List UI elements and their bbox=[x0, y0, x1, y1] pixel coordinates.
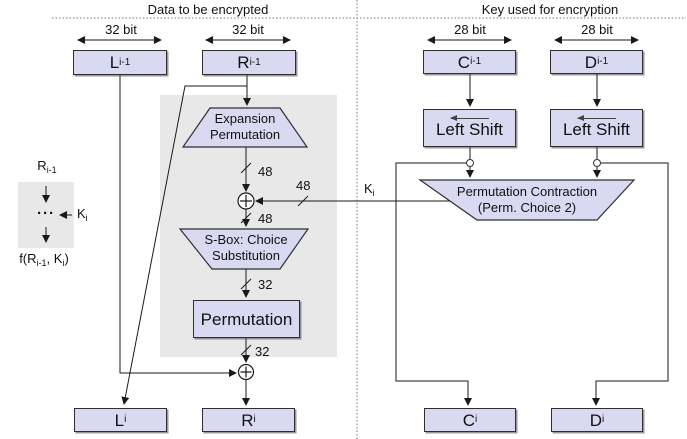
key-label: K bbox=[364, 181, 373, 196]
wire-width-48: 48 bbox=[258, 211, 273, 226]
register-label: R bbox=[237, 53, 250, 72]
label-line: S-Box: Choice bbox=[204, 232, 288, 247]
left-shift-c-box: Left Shift bbox=[423, 109, 516, 147]
bit-width-label: 28 bit bbox=[581, 22, 613, 37]
register-label: R bbox=[241, 410, 254, 430]
label-line: Permutation bbox=[209, 127, 281, 142]
bit-width-label: 28 bit bbox=[454, 22, 486, 37]
wire-width-48: 48 bbox=[258, 164, 273, 179]
register-label: L bbox=[114, 410, 125, 430]
expansion-permutation-label: Expansion Permutation bbox=[183, 111, 307, 143]
section-dividers bbox=[52, 0, 686, 439]
permutation-label: Permutation bbox=[200, 309, 293, 329]
bit-width-label: 32 bit bbox=[105, 22, 137, 37]
legend-input-label: Ri-1 bbox=[20, 158, 74, 175]
left-arrow-icon bbox=[576, 115, 616, 121]
left-arrow-icon bbox=[449, 115, 489, 121]
bit-width-ticks bbox=[240, 162, 309, 356]
section-title-key: Key used for encryption bbox=[481, 2, 619, 17]
wire-width-48: 48 bbox=[296, 178, 311, 193]
junction-node-icon bbox=[466, 159, 601, 167]
key-subscript: i bbox=[372, 188, 375, 198]
sbox-shape bbox=[178, 228, 310, 270]
legend-subscript: i bbox=[85, 213, 88, 223]
legend-subscript: i-1 bbox=[46, 165, 57, 175]
permutation-contraction-label: Permutation Contraction (Perm. Choice 2) bbox=[427, 184, 627, 216]
legend-arrows bbox=[42, 186, 72, 243]
left-shift-label: Left Shift bbox=[562, 120, 631, 139]
label-line: Permutation Contraction bbox=[456, 184, 598, 199]
expansion-permutation-shape bbox=[181, 107, 309, 148]
label-line: Expansion bbox=[214, 111, 276, 126]
register-label: L bbox=[109, 53, 120, 72]
register-label: D bbox=[589, 410, 603, 430]
legend-subscript: i-1 bbox=[36, 258, 47, 268]
legend-output-part: ) bbox=[64, 251, 69, 266]
permutation-contraction-shape bbox=[418, 179, 636, 221]
wire-width-32: 32 bbox=[258, 277, 273, 292]
permutation-box: Permutation bbox=[193, 300, 300, 338]
section-title-data: Data to be encrypted bbox=[147, 2, 269, 17]
label-line: (Perm. Choice 2) bbox=[477, 200, 577, 215]
xor-icon bbox=[237, 363, 255, 381]
legend-register: R bbox=[37, 158, 47, 173]
xor-icon bbox=[237, 192, 255, 210]
label-line: Substitution bbox=[212, 248, 280, 263]
legend-key: K bbox=[77, 206, 86, 221]
legend-output-part: , K bbox=[46, 251, 63, 266]
left-shift-d-box: Left Shift bbox=[550, 109, 643, 147]
bit-width-label: 32 bit bbox=[232, 22, 264, 37]
legend-key-label: Ki bbox=[77, 206, 88, 223]
register-label: C bbox=[457, 52, 471, 72]
left-shift-label: Left Shift bbox=[435, 120, 504, 139]
sbox-label: S-Box: Choice Substitution bbox=[180, 232, 312, 264]
legend-output-label: f(Ri-1, Ki) bbox=[6, 251, 82, 268]
legend-subscript: i bbox=[62, 258, 65, 268]
register-label: D bbox=[584, 52, 598, 72]
wire-width-32: 32 bbox=[255, 344, 270, 359]
register-label: C bbox=[462, 410, 476, 430]
legend-dots: ··· bbox=[37, 205, 55, 222]
legend-output-part: f(R bbox=[19, 251, 37, 266]
key-wire-label: Ki bbox=[364, 181, 375, 198]
